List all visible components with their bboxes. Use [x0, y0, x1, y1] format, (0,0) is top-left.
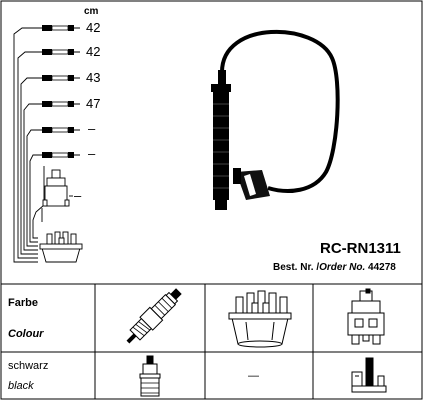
length-unit-label: cm: [84, 6, 99, 17]
ignition-coil-icon: [347, 288, 385, 345]
lead-length-3: 43: [86, 70, 101, 85]
order-prefix: Best. Nr. /: [273, 262, 320, 273]
schematic-coil-icon: [42, 169, 73, 207]
order-number-line: Best. Nr. /Order No. 44278: [273, 262, 396, 273]
lead-length-2: 42: [86, 44, 101, 59]
colour-label-en: Colour: [8, 328, 44, 340]
ignition-lead-icon: [211, 30, 340, 210]
lead-length-coil: –: [74, 188, 82, 203]
lead-routing-lines: [13, 27, 45, 263]
coil-boot-icon: [351, 357, 387, 393]
lead-length-1: 42: [86, 20, 101, 35]
product-code: RC-RN1311: [320, 240, 401, 257]
colour-value-de: schwarz: [8, 360, 49, 372]
colour-label-de: Farbe: [8, 297, 38, 309]
colour-value-en: black: [8, 380, 34, 392]
order-number: 44278: [368, 262, 396, 273]
lead-length-4: 47: [86, 96, 101, 111]
lead-length-6: –: [88, 146, 96, 161]
lead-length-5: –: [88, 121, 96, 136]
schematic-distributor-cap-icon: [39, 231, 83, 263]
lead-connectors: [42, 25, 80, 158]
spark-plug-icon: [126, 288, 182, 344]
distributor-cap-icon: [228, 290, 292, 348]
spark-plug-boot-icon: [139, 355, 161, 397]
cap-not-included-dash: —: [248, 370, 259, 382]
order-label: Order No.: [319, 262, 366, 273]
